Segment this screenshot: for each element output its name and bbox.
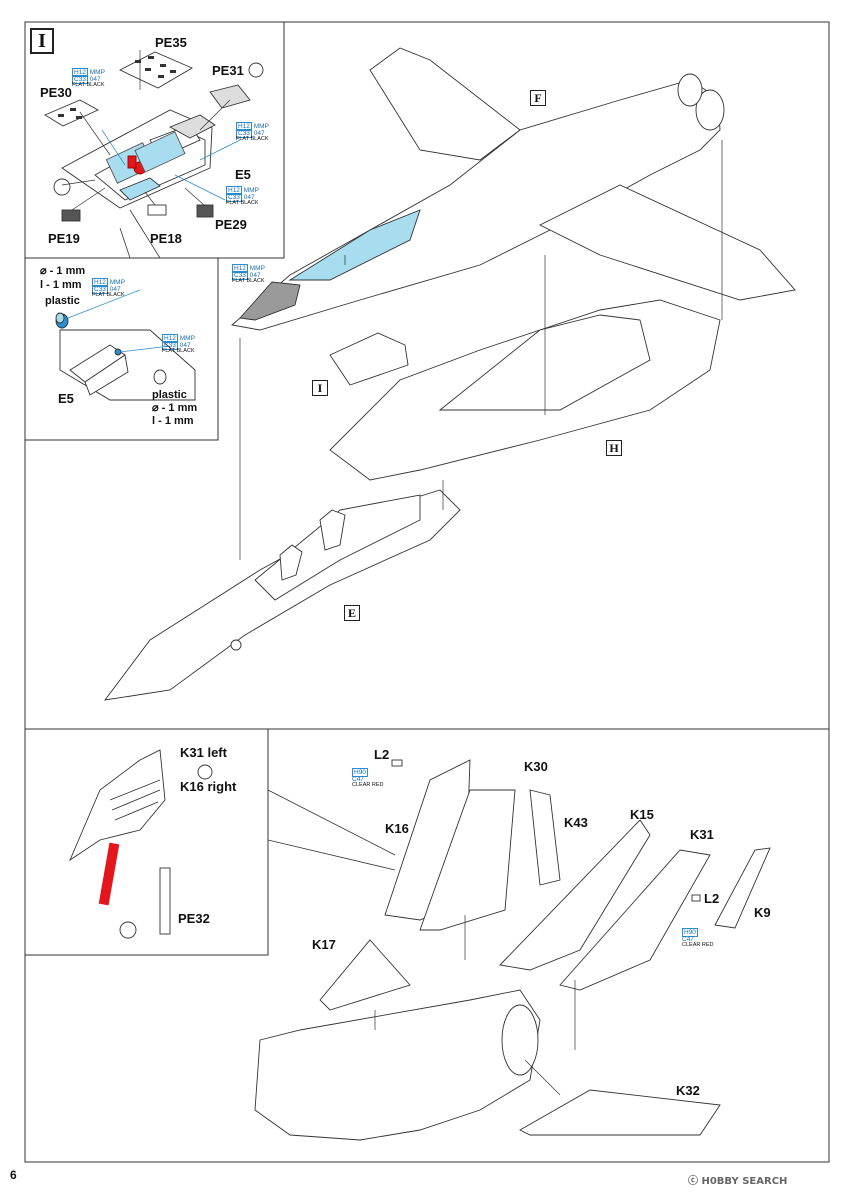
part-k43: K43 [564,815,588,830]
paint-callout-c: H12 MMP C33 047 FLAT BLACK [226,186,259,207]
paint-c: C33 [162,340,178,350]
paint-c: C33 [232,270,248,280]
part-k31: K31 [690,827,714,842]
paint-c: C33 [226,192,242,202]
paint-name: CLEAR RED [352,782,384,788]
part-pe18: PE18 [150,231,182,246]
step-h-badge: H [606,440,622,456]
label-k31-left: K31 left [180,745,227,760]
paint-code: 047 [249,271,261,279]
part-pe35: PE35 [155,35,187,50]
paint-code: 047 [243,193,255,201]
paint-c: C33 [236,128,252,138]
paint-code: 047 [179,341,191,349]
assembly-guides [239,140,723,560]
part-e5: E5 [235,167,251,182]
paint-brand: MMP [109,279,125,286]
paint-code: 047 [89,75,101,83]
paint-brand: MMP [89,69,105,76]
part-pe19: PE19 [48,231,80,246]
page-number: 6 [10,1168,17,1182]
plastic-bottom: plastic [152,389,187,401]
paint-c: C47 [682,935,694,943]
step-i-ref-badge: I [312,380,328,396]
tail-detail-inset [24,729,396,956]
part-k15: K15 [630,807,654,822]
part-k32: K32 [676,1083,700,1098]
step-f-badge: F [530,90,546,106]
watermark: ⓒ H0BBY SEARCH [688,1176,788,1187]
paint-h: H12 [92,278,108,287]
paint-brand: MMP [243,187,259,194]
diameter-bottom: ⌀ - 1 mm [152,402,198,414]
paint-brand: MMP [253,123,269,130]
red-part [98,842,120,906]
page-frame [24,21,830,1163]
step-i-badge: I [30,28,54,54]
paint-h: H12 [162,334,178,343]
paint-callout-canopy: H12 MMP C33 047 FLAT BLACK [232,264,265,285]
paint-brand: MMP [249,265,265,272]
paint-code: 047 [253,129,265,137]
tail-guides [374,915,576,1096]
paint-c: C47 [352,775,364,783]
paint-name: FLAT BLACK [162,348,195,354]
diameter-top: ⌀ - 1 mm [40,265,86,277]
paint-callout-detail: H12 MMP C33 047 FLAT BLACK [92,278,125,299]
part-pe30: PE30 [40,85,72,100]
part-k17: K17 [312,937,336,952]
paint-callout-b: H12 MMP C33 047 FLAT BLACK [236,122,269,143]
length-bottom: l - 1 mm [152,415,194,427]
paint-h: H12 [236,122,252,131]
part-k9: K9 [754,905,771,920]
paint-name: FLAT BLACK [72,82,105,88]
length-top: l - 1 mm [40,279,82,291]
paint-name: FLAT BLACK [92,292,125,298]
part-pe29: PE29 [215,217,247,232]
plastic-top: plastic [45,295,80,307]
paint-h: H12 [232,264,248,273]
paint-h: H90 [682,928,698,937]
part-k30: K30 [524,759,548,774]
paint-callout-a: H12 MMP C33 047 FLAT BLACK [72,68,105,89]
part-pe31: PE31 [212,63,244,78]
paint-code: 047 [109,285,121,293]
paint-callout-tail-top: H90 C47 CLEAR RED [352,768,384,789]
paint-name: FLAT BLACK [232,278,265,284]
part-l2-right: L2 [704,891,720,906]
detail-inset [24,209,219,441]
part-e5-detail: E5 [58,391,74,406]
part-k16: K16 [385,821,409,836]
fuselage-assembly [103,47,796,701]
step-e-badge: E [344,605,360,621]
paint-name: CLEAR RED [682,942,714,948]
paint-callout-detail-2: H12 MMP C33 047 FLAT BLACK [162,334,195,355]
tail-assembly [254,759,771,1141]
part-pe32: PE32 [178,911,210,926]
paint-brand: MMP [179,335,195,342]
paint-name: FLAT BLACK [226,200,259,206]
paint-c: C33 [92,284,108,294]
step-i-inset [25,21,285,259]
paint-h: H12 [72,68,88,77]
paint-h: H90 [352,768,368,777]
paint-name: FLAT BLACK [236,136,269,142]
label-k16-right: K16 right [180,779,237,794]
paint-c: C33 [72,74,88,84]
part-l2-top: L2 [374,747,390,762]
paint-callout-tail-right: H90 C47 CLEAR RED [682,928,714,949]
paint-h: H12 [226,186,242,195]
